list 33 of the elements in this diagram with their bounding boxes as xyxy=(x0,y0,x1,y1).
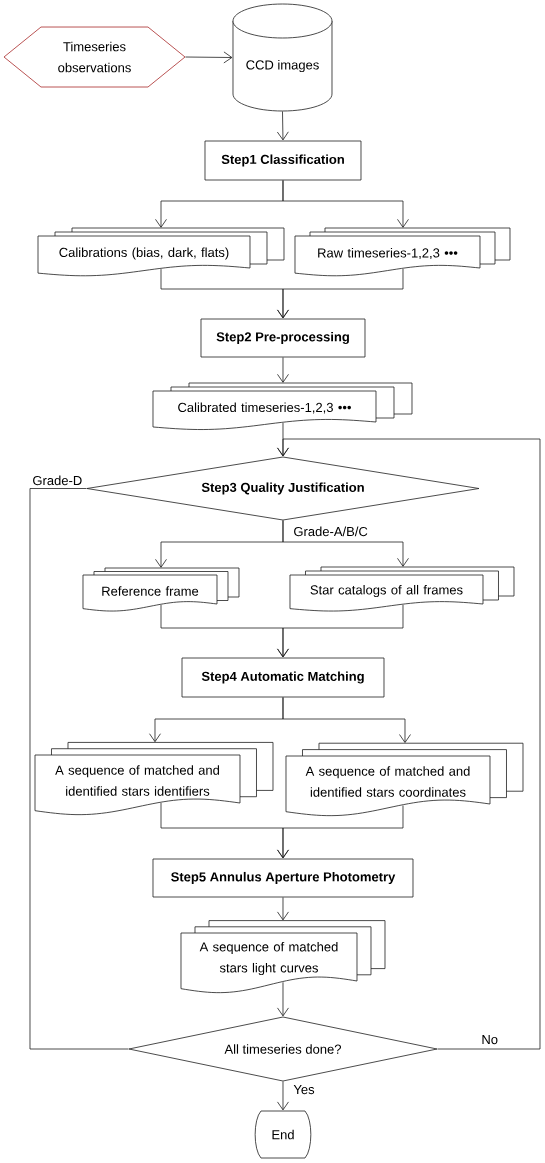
arrow xyxy=(276,111,289,141)
database-cylinder: CCD images xyxy=(232,3,333,112)
document-stack: A sequence of matched stars light curves xyxy=(180,920,386,994)
hexagon-box: Timeseries observations xyxy=(3,26,186,88)
arrow xyxy=(282,697,411,743)
document-stack: Reference frame xyxy=(82,567,240,612)
arrow xyxy=(185,51,233,64)
edge-label: Grade-D xyxy=(33,475,82,486)
arrow xyxy=(277,268,404,319)
arrow xyxy=(277,604,404,658)
document-stack: A sequence of matched and identified stars identifiers xyxy=(34,742,274,816)
arrow xyxy=(282,520,409,567)
process-box: Step2 Pre-processing xyxy=(200,318,366,358)
document-stack: Raw timeseries-1,2,3 ••• xyxy=(294,227,511,277)
document-stack: A sequence of matched and identified stars coordinates xyxy=(285,742,524,817)
arrow xyxy=(277,805,404,859)
arrow xyxy=(277,357,289,383)
arrow xyxy=(277,897,289,921)
document-stack: Calibrations (bias, dark, flats) xyxy=(37,227,285,277)
arrow xyxy=(277,1081,289,1111)
edge-label: Yes xyxy=(293,1085,315,1095)
edge-label: Grade-A/B/C xyxy=(294,526,368,537)
process-box: Step5 Annulus Aperture Photometry xyxy=(152,858,414,898)
terminal-box: End xyxy=(254,1110,312,1159)
process-box: Step1 Classification xyxy=(204,140,362,181)
edge-label: No xyxy=(482,1035,498,1045)
arrow xyxy=(277,981,289,1017)
process-box: Step4 Automatic Matching xyxy=(181,657,385,698)
arrow xyxy=(277,438,541,1050)
document-stack: Star catalogs of all frames xyxy=(289,566,515,612)
connector-line xyxy=(29,488,129,1050)
document-stack: Calibrated timeseries-1,2,3 ••• xyxy=(152,382,413,430)
arrow xyxy=(282,180,409,228)
